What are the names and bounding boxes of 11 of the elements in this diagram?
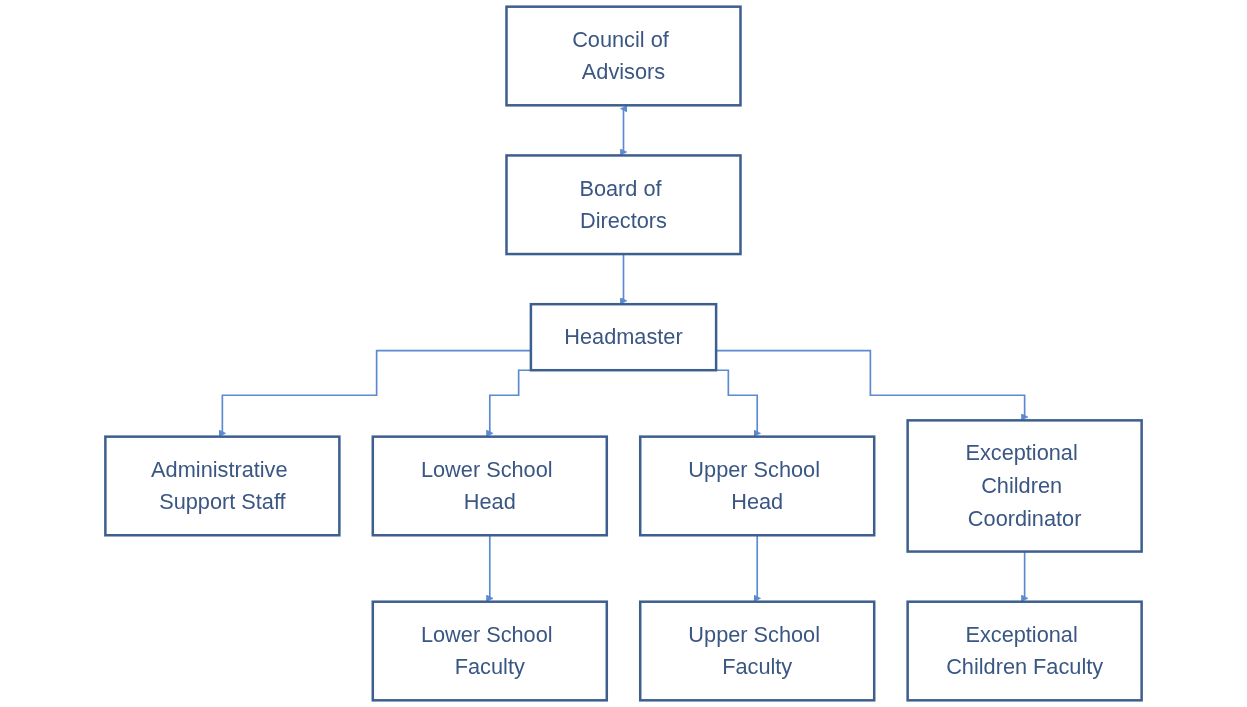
node-box: Exceptional Children Coordinator xyxy=(906,419,1143,553)
node-box: Lower School Head xyxy=(371,435,609,537)
node-box: Upper School Head xyxy=(638,435,876,537)
node-box: Administrative Support Staff xyxy=(104,435,341,537)
arrow xyxy=(619,105,628,156)
node-box: Lower School Faculty xyxy=(371,600,609,702)
node-box: Board of Directors xyxy=(505,154,742,256)
node-box: Council of Advisors xyxy=(505,5,742,107)
node-box: Exceptional Children Faculty xyxy=(906,600,1143,702)
node-box: Upper School Faculty xyxy=(638,600,876,702)
node-box: Headmaster xyxy=(529,302,718,372)
